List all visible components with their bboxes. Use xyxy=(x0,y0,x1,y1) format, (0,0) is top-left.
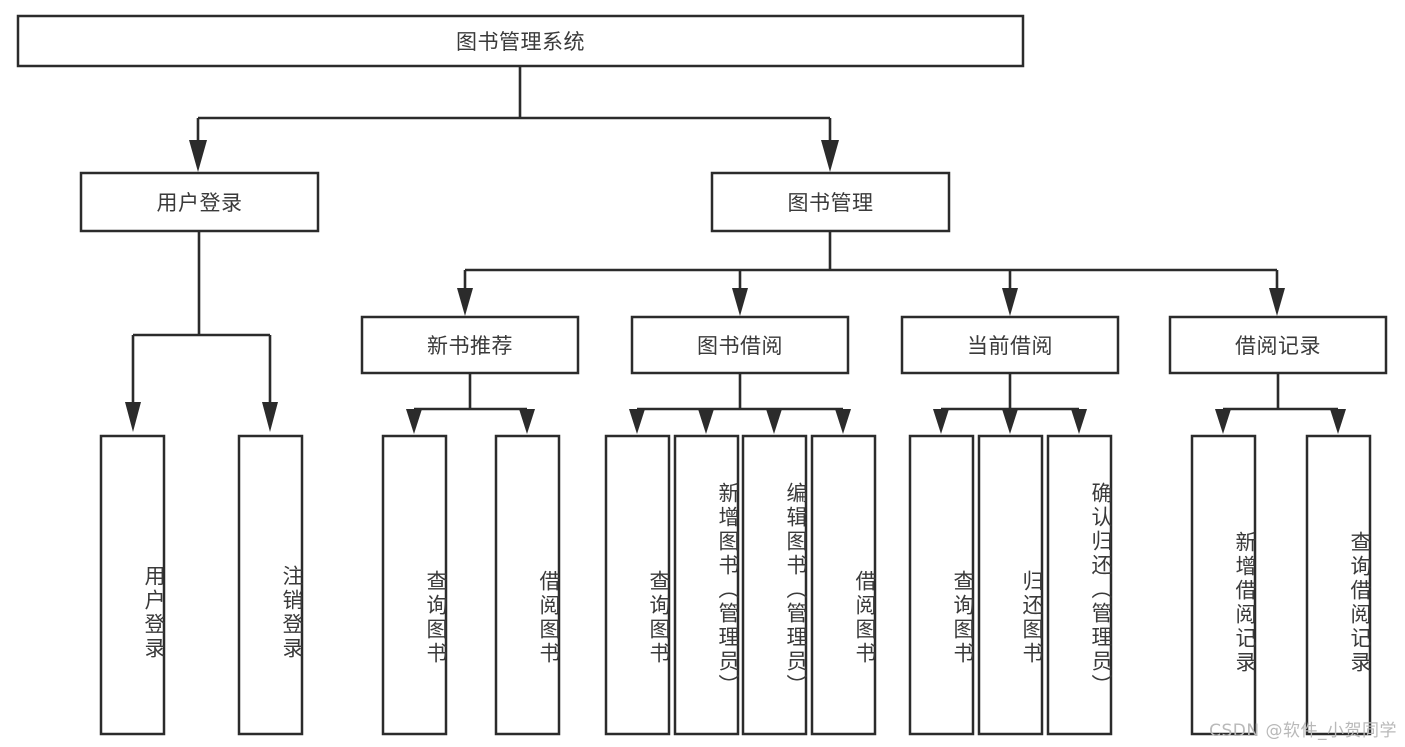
arrowhead-book-mgmt-c1 xyxy=(457,288,473,316)
arrowhead-user-login-leaf2 xyxy=(262,402,278,432)
arrowhead-root-to-user-login xyxy=(189,140,207,172)
arrowhead-root-to-book-mgmt xyxy=(821,140,839,172)
node-leaf-br-add-record-box[interactable] xyxy=(1190,434,1257,736)
arrowhead-bb-leaf4 xyxy=(835,409,851,434)
node-leaf-bb-borrow-book-box[interactable] xyxy=(810,434,877,736)
node-leaf-logout-box[interactable] xyxy=(237,434,304,736)
node-leaf-cb-query-book-box[interactable] xyxy=(908,434,975,736)
node-leaf-cb-confirm-return-box[interactable] xyxy=(1046,434,1113,736)
node-leaf-bb-add-book-box[interactable] xyxy=(673,434,740,736)
arrowhead-nbr-leaf1 xyxy=(406,409,422,434)
arrowhead-br-leaf2 xyxy=(1330,409,1346,434)
arrowhead-cb-leaf3 xyxy=(1071,409,1087,434)
arrowhead-book-mgmt-c2 xyxy=(732,288,748,316)
node-leaf-nbr-borrow-book-box[interactable] xyxy=(494,434,561,736)
node-book-management-box[interactable] xyxy=(710,171,951,233)
arrowhead-user-login-leaf1 xyxy=(125,402,141,432)
arrowhead-bb-leaf2 xyxy=(698,409,714,434)
node-leaf-user-login-box[interactable] xyxy=(99,434,166,736)
arrowhead-book-mgmt-c4 xyxy=(1269,288,1285,316)
node-leaf-bb-edit-book-box[interactable] xyxy=(741,434,808,736)
node-borrow-records-box[interactable] xyxy=(1168,315,1388,375)
node-leaf-bb-query-book-box[interactable] xyxy=(604,434,671,736)
node-book-borrow-box[interactable] xyxy=(630,315,850,375)
node-new-book-recommend-box[interactable] xyxy=(360,315,580,375)
node-leaf-nbr-query-book-box[interactable] xyxy=(381,434,448,736)
arrowhead-bb-leaf1 xyxy=(629,409,645,434)
node-root-box[interactable] xyxy=(16,14,1025,68)
node-current-borrow-box[interactable] xyxy=(900,315,1120,375)
arrowhead-cb-leaf2 xyxy=(1002,409,1018,434)
node-leaf-cb-return-book-box[interactable] xyxy=(977,434,1044,736)
arrowhead-bb-leaf3 xyxy=(766,409,782,434)
csdn-watermark: CSDN @软件_小贺同学 xyxy=(1209,721,1397,741)
arrowhead-cb-leaf1 xyxy=(933,409,949,434)
arrowhead-book-mgmt-c3 xyxy=(1002,288,1018,316)
node-user-login-box[interactable] xyxy=(79,171,320,233)
arrowhead-nbr-leaf2 xyxy=(519,409,535,434)
arrowhead-br-leaf1 xyxy=(1215,409,1231,434)
node-leaf-br-query-record-box[interactable] xyxy=(1305,434,1372,736)
